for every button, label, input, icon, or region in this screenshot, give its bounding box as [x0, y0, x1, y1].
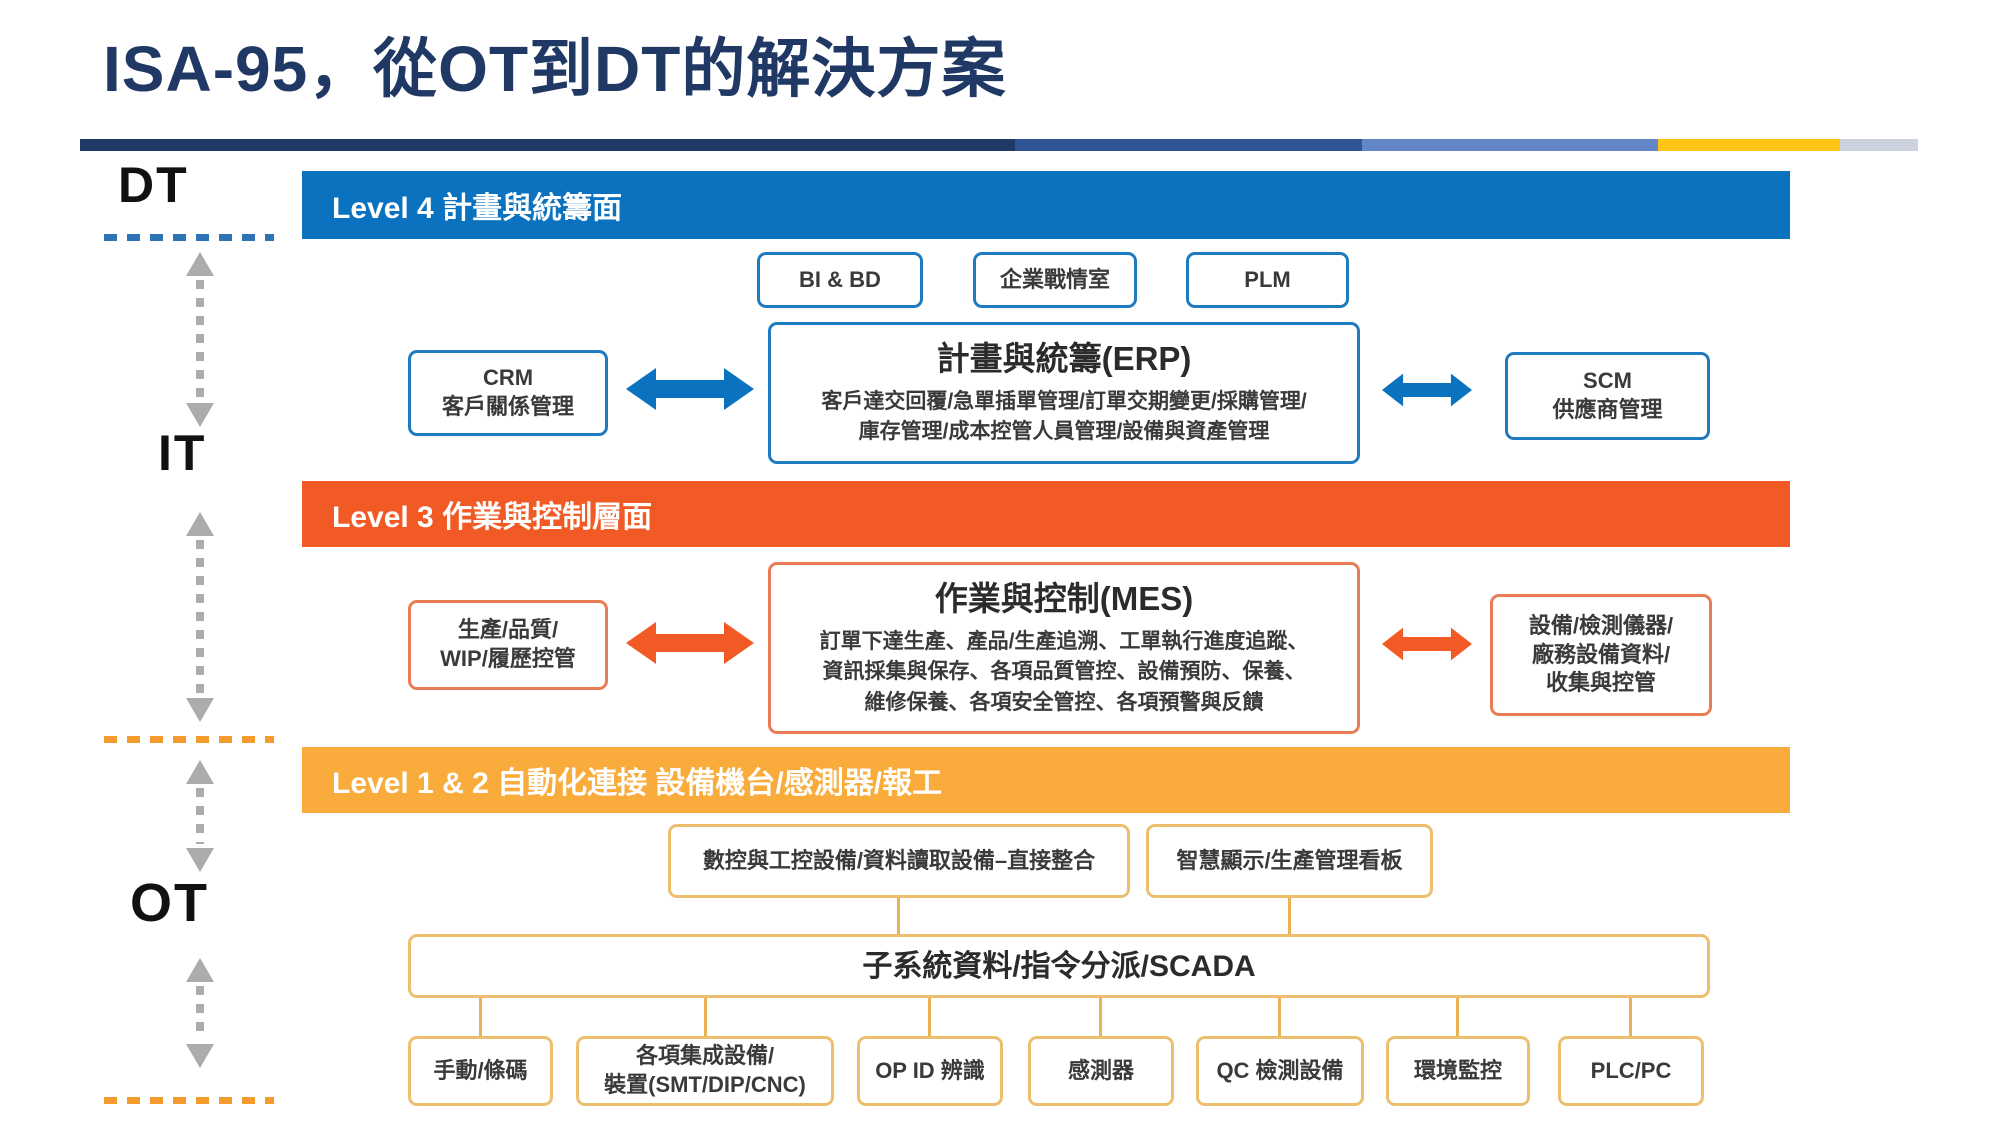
sensor-label: 感測器 [1067, 1057, 1134, 1083]
double-arrow-vertical-icon [186, 252, 214, 427]
op-id-box: OP ID 辨識 [857, 1036, 1003, 1106]
manual-barcode-label: 手動/條碼 [433, 1057, 528, 1083]
sensor-box: 感測器 [1028, 1036, 1174, 1106]
environment-monitor-label: 環境監控 [1413, 1057, 1502, 1083]
op-id-label: OP ID 辨識 [875, 1057, 985, 1083]
mes-body-line2: 資訊採集與保存、各項品質管控、設備預防、保養、 [822, 660, 1306, 684]
integrated-equipment-box: 各項集成設備/ 裝置(SMT/DIP/CNC) [576, 1036, 834, 1106]
connector-line [1099, 998, 1102, 1036]
integrated-equipment-line1: 各項集成設備/ [635, 1043, 775, 1069]
connector-line [1278, 998, 1281, 1036]
erp-body-line1: 客戶達交回覆/急單插單管理/訂單交期變更/採購管理/ [821, 390, 1307, 413]
mes-title: 作業與控制(MES) [934, 579, 1194, 617]
rail-label-dt: DT [118, 157, 189, 213]
connector-line [897, 898, 900, 934]
connector-line [704, 998, 707, 1036]
rail-label-it: IT [158, 425, 207, 481]
war-room-box: 企業戰情室 [973, 252, 1137, 308]
plc-pc-box: PLC/PC [1558, 1036, 1704, 1106]
production-quality-line1: 生產/品質/ [457, 617, 559, 643]
mes-body-line3: 維修保養、各項安全管控、各項預警與反饋 [864, 690, 1264, 714]
plm-box: PLM [1186, 252, 1349, 308]
scm-box: SCM 供應商管理 [1505, 352, 1710, 440]
it-ot-divider-line [104, 736, 274, 743]
manual-barcode-box: 手動/條碼 [408, 1036, 553, 1106]
divider-segment-lightblue [1362, 139, 1658, 151]
smart-display-label: 智慧顯示/生產管理看板 [1176, 847, 1403, 873]
double-arrow-horizontal-icon [1382, 373, 1472, 407]
war-room-label: 企業戰情室 [999, 266, 1110, 292]
connector-line [1629, 998, 1632, 1036]
level4-header-label: Level 4 計畫與統籌面 [332, 192, 623, 225]
connector-line [1288, 898, 1291, 934]
divider-segment-gray [1840, 139, 1918, 151]
scada-label: 子系統資料/指令分派/SCADA [862, 949, 1256, 983]
level12-header-bar: Level 1 & 2 自動化連接 設備機台/感測器/報工 [302, 747, 1790, 813]
erp-box: 計畫與統籌(ERP) 客戶達交回覆/急單插單管理/訂單交期變更/採購管理/ 庫存… [768, 322, 1360, 464]
double-arrow-vertical-icon [186, 958, 214, 1068]
level3-header-bar: Level 3 作業與控制層面 [302, 481, 1790, 547]
equipment-data-box: 設備/檢測儀器/ 廠務設備資料/ 收集與控管 [1490, 594, 1712, 716]
divider-segment-navy [80, 139, 1015, 151]
smart-display-box: 智慧顯示/生產管理看板 [1146, 824, 1433, 898]
production-quality-box: 生產/品質/ WIP/履歷控管 [408, 600, 608, 690]
scada-box: 子系統資料/指令分派/SCADA [408, 934, 1710, 998]
mes-box: 作業與控制(MES) 訂單下達生產、產品/生產追溯、工單執行進度追蹤、 資訊採集… [768, 562, 1360, 734]
equipment-data-line3: 收集與控管 [1545, 670, 1656, 696]
scm-line1: SCM [1583, 368, 1632, 394]
double-arrow-horizontal-icon [626, 622, 754, 664]
level12-header-label: Level 1 & 2 自動化連接 設備機台/感測器/報工 [332, 767, 943, 800]
qc-inspection-box: QC 檢測設備 [1196, 1036, 1364, 1106]
dt-it-divider-line [104, 234, 274, 241]
erp-title: 計畫與統籌(ERP) [936, 340, 1192, 378]
crm-line1: CRM [482, 365, 534, 391]
crm-line2: 客戶關係管理 [441, 394, 574, 419]
title-divider [80, 139, 1918, 151]
production-quality-line2: WIP/履歷控管 [440, 646, 576, 671]
equipment-data-line2: 廠務設備資料/ [1531, 641, 1671, 667]
connector-line [1456, 998, 1459, 1036]
double-arrow-vertical-icon [186, 760, 214, 872]
integrated-equipment-line2: 裝置(SMT/DIP/CNC) [604, 1072, 806, 1097]
divider-segment-blue [1015, 139, 1362, 151]
double-arrow-vertical-icon [186, 512, 214, 722]
connector-line [479, 998, 482, 1036]
cnc-integration-box: 數控與工控設備/資料讀取設備–直接整合 [668, 824, 1130, 898]
qc-inspection-label: QC 檢測設備 [1216, 1057, 1344, 1083]
plc-pc-label: PLC/PC [1590, 1057, 1672, 1083]
equipment-data-line1: 設備/檢測儀器/ [1528, 613, 1674, 639]
cnc-integration-label: 數控與工控設備/資料讀取設備–直接整合 [702, 847, 1096, 873]
mes-body-line1: 訂單下達生產、產品/生產追溯、工單執行進度追蹤、 [819, 629, 1309, 653]
environment-monitor-box: 環境監控 [1386, 1036, 1530, 1106]
level4-header-bar: Level 4 計畫與統籌面 [302, 171, 1790, 239]
divider-segment-yellow [1658, 139, 1840, 151]
plm-label: PLM [1244, 266, 1291, 292]
double-arrow-horizontal-icon [626, 368, 754, 410]
scm-line2: 供應商管理 [1552, 397, 1663, 422]
crm-box: CRM 客戶關係管理 [408, 350, 608, 436]
rail-label-ot: OT [130, 873, 209, 933]
page-title: ISA-95，從OT到DT的解決方案 [103, 33, 1007, 105]
bi-bd-box: BI & BD [757, 252, 923, 308]
level3-header-label: Level 3 作業與控制層面 [332, 501, 653, 534]
connector-line [928, 998, 931, 1036]
erp-body-line2: 庫存管理/成本控管人員管理/設備與資產管理 [858, 420, 1270, 444]
bi-bd-label: BI & BD [799, 266, 881, 292]
double-arrow-horizontal-icon [1382, 627, 1472, 661]
ot-bottom-divider-line [104, 1097, 274, 1104]
